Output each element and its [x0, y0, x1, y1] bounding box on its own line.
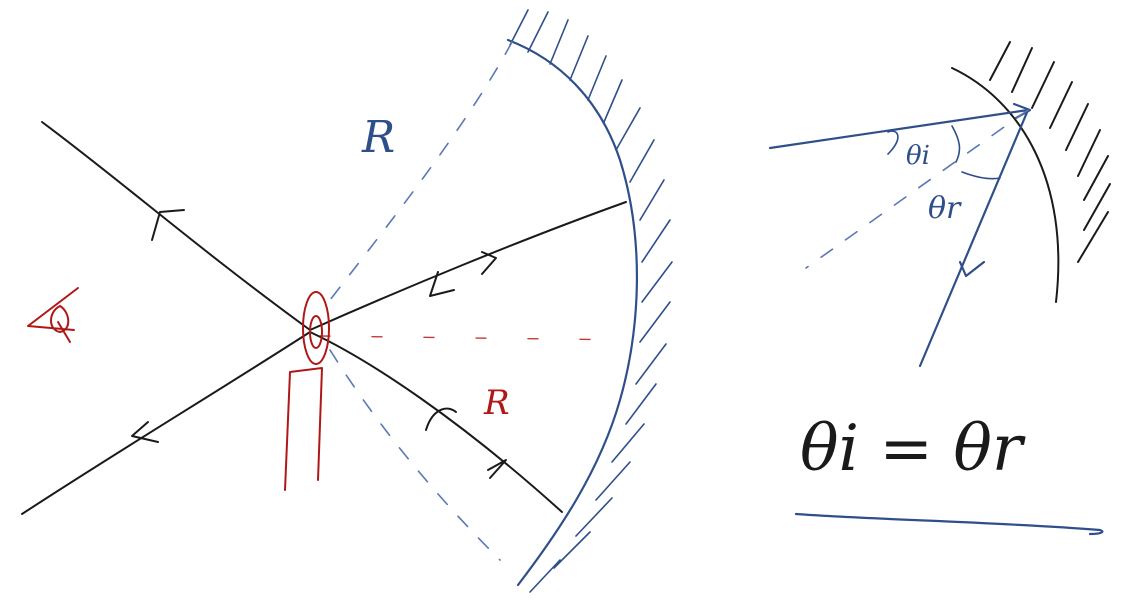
ray-to-mirror-lower: [309, 331, 563, 513]
reflected-ray-lower: [21, 331, 311, 515]
principal-axis-dashed: [319, 335, 631, 341]
mirror-detail: [951, 41, 1111, 303]
incident-ray: [768, 102, 1032, 150]
radius-label-bottom: R: [483, 383, 510, 423]
theta-i-label: θi: [906, 141, 930, 171]
eye-symbol: [27, 287, 79, 343]
ray-to-mirror-upper: [309, 201, 627, 331]
candle-object: [284, 291, 330, 491]
radius-dashed-lines: [329, 41, 513, 561]
incoming-ray-upper: [41, 121, 311, 331]
equation-underline: [794, 512, 1104, 536]
reflection-law-equation: θi = θr: [800, 412, 1026, 486]
radius-label-top: R: [361, 112, 395, 163]
concave-mirror: [506, 9, 673, 593]
angle-arcs: [887, 125, 1001, 180]
reflected-ray: [918, 108, 1030, 368]
theta-r-label: θr: [928, 191, 962, 226]
